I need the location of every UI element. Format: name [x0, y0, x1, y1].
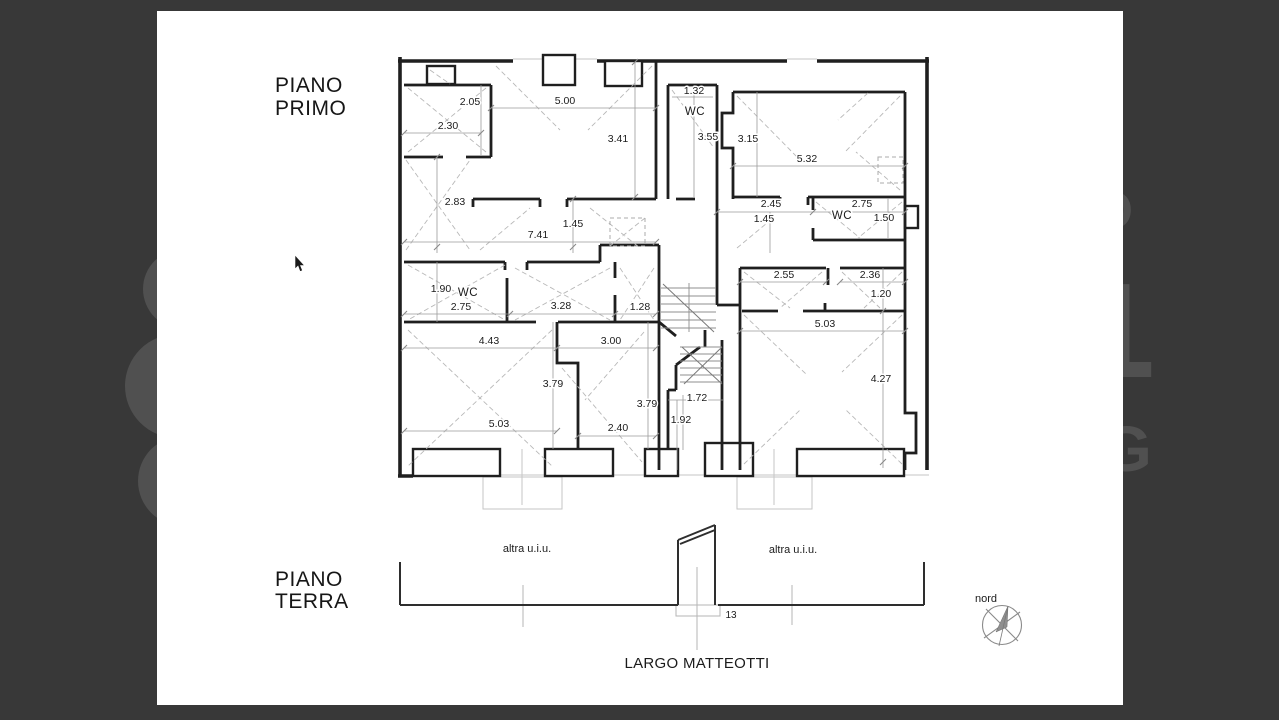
- room-label-wc: WC: [832, 210, 852, 222]
- dimension-label: 1.45: [563, 218, 584, 230]
- dashed-shaft-box: [609, 217, 646, 247]
- dimension-label: 5.32: [797, 153, 818, 165]
- floor-title-piano-primo-line2: PRIMO: [275, 97, 346, 120]
- floor-title-piano-terra-line1: PIANO: [275, 568, 343, 591]
- street-number-label: 13: [725, 610, 737, 621]
- dimension-label: 2.30: [438, 120, 459, 132]
- wall-tab: [425, 64, 457, 86]
- dimension-label: 3.28: [551, 300, 572, 312]
- floor-plan-piano-terra: altra u.i.u. altra u.i.u. 13 LARGO MATTE…: [399, 524, 925, 672]
- north-compass: nord: [975, 593, 1023, 647]
- compass-circle: [981, 604, 1023, 646]
- compass-needle: [995, 605, 1009, 633]
- north-label: nord: [975, 593, 997, 605]
- dimension-lines: [404, 62, 905, 470]
- bottom-wall-block: [643, 447, 680, 478]
- entrance-step: [675, 604, 721, 617]
- dimension-label: 3.00: [601, 335, 622, 347]
- floor-title-piano-terra-line2: TERRA: [275, 590, 349, 613]
- other-unit-label-right: altra u.i.u.: [769, 544, 817, 556]
- bottom-wall-block: [795, 447, 906, 478]
- dimension-label: 1.28: [630, 301, 651, 313]
- dimension-label: 5.00: [555, 95, 576, 107]
- interior-walls: [404, 62, 918, 470]
- staircase-direction-lines: [662, 283, 723, 385]
- outer-walls: [398, 57, 929, 478]
- bottom-wall-block: [411, 447, 502, 478]
- bottom-wall-block: [703, 441, 755, 478]
- dimension-label: 1.90: [431, 283, 452, 295]
- dimension-label: 1.20: [871, 288, 892, 300]
- dimension-label: 7.41: [528, 229, 549, 241]
- dimension-label: 3.79: [543, 378, 564, 390]
- dimension-label: 3.55: [698, 131, 719, 143]
- dimension-label: 2.75: [852, 198, 873, 210]
- balcony-outline: [736, 476, 813, 510]
- page[interactable]: [157, 11, 1123, 705]
- floor-titles: PIANO PRIMO PIANO TERRA: [275, 74, 349, 613]
- dashed-shaft-box: [877, 156, 904, 184]
- wall-tab: [541, 53, 577, 87]
- street-name-label: LARGO MATTEOTTI: [624, 655, 769, 672]
- bottom-wall-block: [543, 447, 615, 478]
- mouse-cursor: [294, 254, 306, 272]
- compass-needle-tail: [998, 605, 1009, 647]
- dimension-label: 1.50: [874, 212, 895, 224]
- dimension-label: 5.03: [815, 318, 836, 330]
- dimension-label: 3.79: [637, 398, 658, 410]
- dimension-label: 1.92: [671, 414, 692, 426]
- dimension-label: 2.75: [451, 301, 472, 313]
- dimension-label: 2.05: [460, 96, 481, 108]
- terra-outline: [399, 524, 925, 606]
- dimension-label: 5.03: [489, 418, 510, 430]
- dimension-label: 2.40: [608, 422, 629, 434]
- floor-plan-piano-primo: 2.05 5.00 2.30 3.41 1.32 3.55 3.15 5.32 …: [398, 53, 929, 510]
- dimension-label: 4.43: [479, 335, 500, 347]
- other-unit-label-left: altra u.i.u.: [503, 543, 551, 555]
- dimension-label: 2.83: [445, 196, 466, 208]
- dimension-label: 2.36: [860, 269, 881, 281]
- dimension-label: 1.32: [684, 85, 705, 97]
- dimension-label: 4.27: [871, 373, 892, 385]
- dimension-label: 2.45: [761, 198, 782, 210]
- dimension-ticks: [400, 58, 909, 466]
- dimension-label: 1.72: [687, 392, 708, 404]
- room-label-wc: WC: [458, 287, 478, 299]
- balcony-outline: [482, 476, 563, 510]
- wall-tab: [603, 59, 644, 88]
- dimension-label: 3.15: [738, 133, 759, 145]
- floor-title-piano-primo-line1: PIANO: [275, 74, 343, 97]
- dimension-label: 1.45: [754, 213, 775, 225]
- dimension-label: 2.55: [774, 269, 795, 281]
- room-diagonals: [405, 65, 903, 467]
- dimension-label: 3.41: [608, 133, 629, 145]
- room-label-wc: WC: [685, 106, 705, 118]
